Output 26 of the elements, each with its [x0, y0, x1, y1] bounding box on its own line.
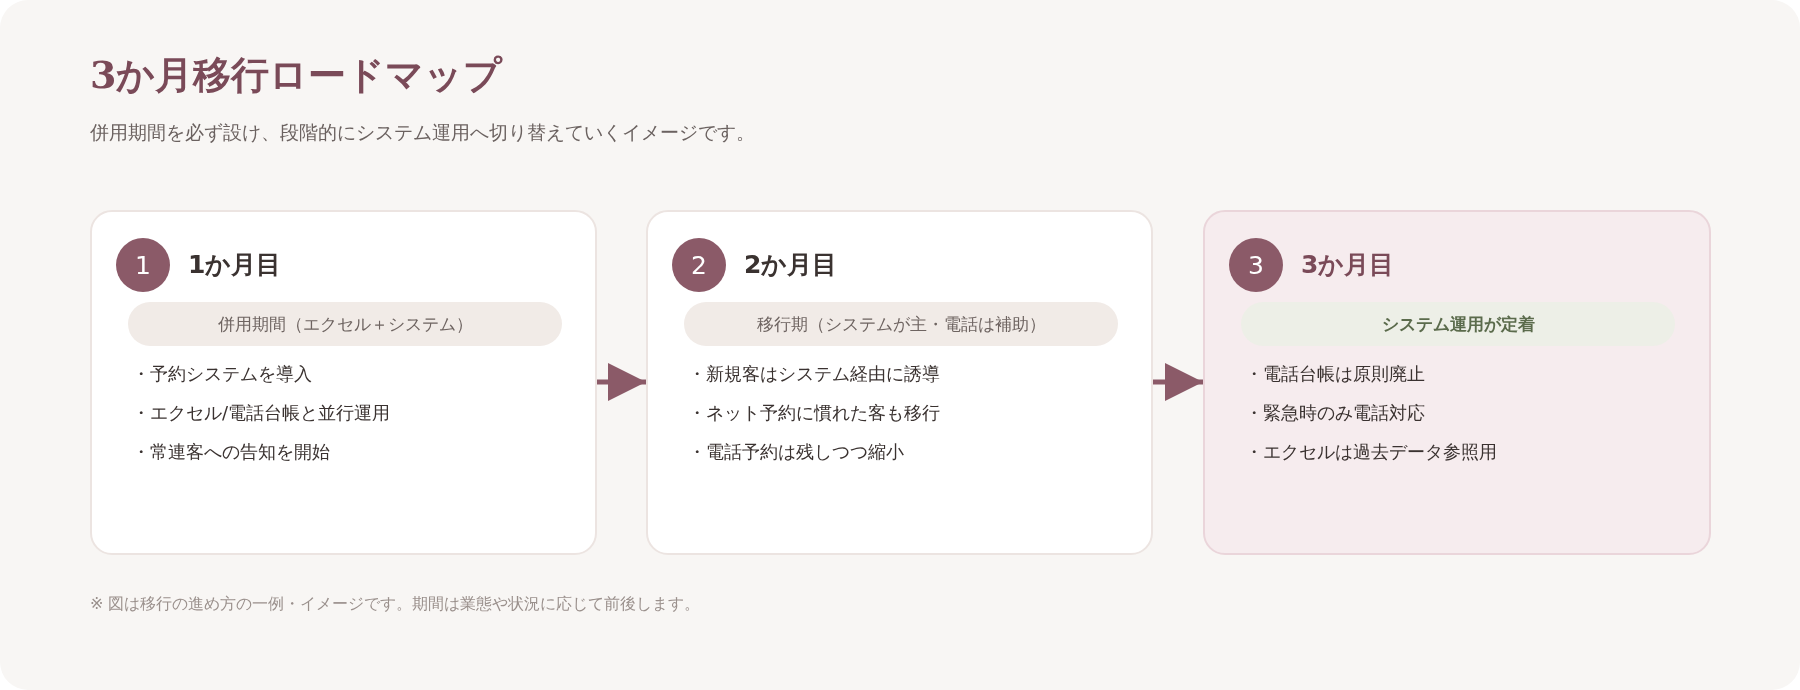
phase-pill: 移行期（システムが主・電話は補助）	[684, 302, 1118, 346]
bullet-item: ・エクセル/電話台帳と並行運用	[132, 401, 391, 425]
title: 3か月移行ロードマップ	[90, 51, 503, 99]
step-number-badge: 1	[116, 238, 170, 292]
month-card	[1203, 210, 1711, 555]
bullet-item: ・電話台帳は原則廃止	[1245, 362, 1425, 386]
arrow	[1153, 363, 1203, 401]
footnote: ※ 図は移行の進め方の一例・イメージです。期間は業態や状況に応じて前後します。	[90, 594, 701, 615]
month-card	[90, 210, 597, 555]
subtitle: 併用期間を必ず設け、段階的にシステム運用へ切り替えていくイメージです。	[90, 120, 755, 145]
bullet-item: ・常連客への告知を開始	[132, 440, 330, 464]
arrow	[597, 363, 646, 401]
month-card	[646, 210, 1153, 555]
bullet-item: ・緊急時のみ電話対応	[1245, 401, 1425, 425]
bullet-item: ・予約システムを導入	[132, 362, 312, 386]
phase-pill: 併用期間（エクセル＋システム）	[128, 302, 562, 346]
card-heading: 1か月目	[188, 249, 282, 281]
card-heading: 3か月目	[1301, 249, 1395, 281]
phase-pill: システム運用が定着	[1241, 302, 1675, 346]
bullet-item: ・電話予約は残しつつ縮小	[688, 440, 904, 464]
step-number-badge: 2	[672, 238, 726, 292]
bullet-item: ・新規客はシステム経由に誘導	[688, 362, 940, 386]
bullet-item: ・ネット予約に慣れた客も移行	[688, 401, 940, 425]
card-heading: 2か月目	[744, 249, 838, 281]
bullet-item: ・エクセルは過去データ参照用	[1245, 440, 1497, 464]
step-number-badge: 3	[1229, 238, 1283, 292]
